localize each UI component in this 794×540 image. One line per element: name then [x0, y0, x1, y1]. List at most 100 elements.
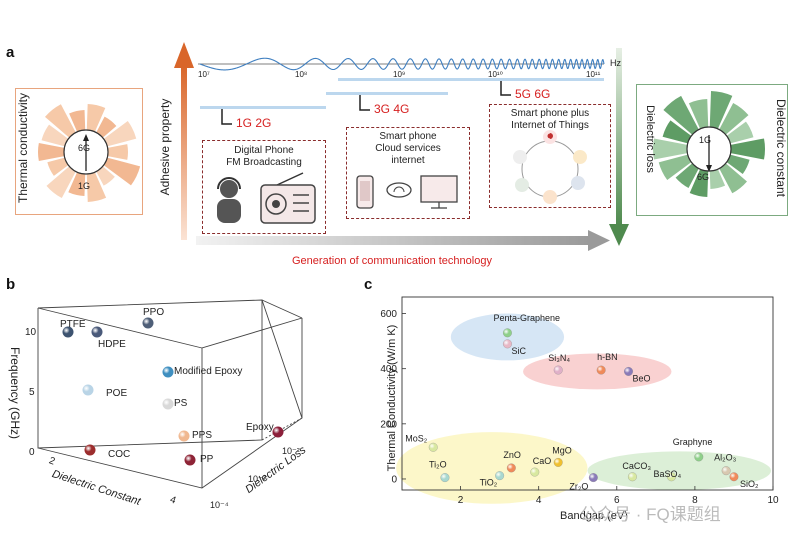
z-tick-5: 5: [29, 387, 35, 398]
point-ptfe: [62, 326, 74, 338]
right-wheel-top-label: 1G: [699, 135, 712, 145]
generation-arrow-shaft: [196, 236, 590, 245]
box1-title: Digital Phone FM Broadcasting: [226, 145, 302, 168]
box-digital-phone: Digital Phone FM Broadcasting: [202, 140, 326, 234]
panel-c-label: c: [364, 276, 373, 293]
freq-tick-1: 10⁷: [198, 70, 210, 79]
point-cao: [530, 467, 540, 477]
wheel-top-label: 6G: [78, 143, 91, 153]
gen-bar-3g4g: [326, 92, 448, 95]
label-pp: PP: [200, 454, 214, 465]
point-hdpe: [91, 326, 103, 338]
point-label: h-BN: [597, 352, 618, 362]
point-mos-: [428, 442, 438, 452]
adhesive-arrow-head: [174, 42, 194, 68]
point-ti-o: [440, 473, 450, 483]
point-sio-: [729, 472, 739, 482]
right-wheel-bottom-label: 6G: [697, 172, 710, 182]
wheel-petal: [44, 104, 76, 138]
point-label: MoS₂: [405, 433, 428, 443]
gen-label-1g2g: 1G 2G: [236, 116, 272, 130]
point-label: CaO: [533, 456, 552, 466]
y-tick-label: 0: [391, 474, 397, 485]
gen-bar-5g6g: [338, 78, 604, 81]
wheel-petal: [663, 95, 699, 135]
wheel-petal: [47, 157, 69, 176]
point-mgo: [553, 457, 563, 467]
bandgap-axis-label: Bandgap (eV): [560, 510, 628, 522]
point-label: Ti₂O: [429, 460, 447, 470]
point-label: MgO: [552, 445, 572, 455]
label-epoxy: Epoxy: [246, 422, 274, 433]
wheel-petal: [653, 138, 688, 160]
adhesive-arrow-shaft: [181, 65, 187, 240]
x-tick-label: 6: [614, 495, 620, 506]
wheel-petal: [103, 121, 137, 147]
y-tick-label: 200: [380, 419, 397, 430]
freq-unit: Hz: [610, 58, 621, 68]
point-label: BaSO₄: [653, 469, 681, 479]
point-h-bn: [596, 365, 606, 375]
point-si-n-: [553, 365, 563, 375]
wheel-petal: [107, 144, 128, 160]
label-ptfe: PTFE: [60, 319, 86, 330]
x-tick-label: 2: [458, 495, 464, 506]
box-smart-phone: Smart phone Cloud services internet: [346, 127, 470, 219]
smartphone-cloud-illustration: [356, 175, 458, 209]
wheel-petal: [689, 169, 709, 197]
thermal-conductivity-panel: 6G 1G Thermal conductivity: [15, 88, 143, 215]
wheel-petal: [675, 163, 699, 188]
y-tick-3: 10⁻⁴: [210, 500, 229, 510]
generation-label: Generation of communication technology: [292, 255, 492, 267]
wheel-petal: [68, 172, 86, 196]
point-sic: [502, 339, 512, 349]
x-tick-label: 10: [767, 495, 779, 506]
point-beo: [624, 366, 633, 376]
point-poe: [82, 384, 94, 396]
panel-b-3d-plot: [37, 299, 303, 489]
point-label: Al₂O₃: [714, 453, 736, 463]
generation-arrow-head: [588, 230, 610, 251]
point-modified-epoxy: [162, 366, 174, 378]
wheel-petal: [719, 163, 747, 194]
z-tick-0: 0: [29, 447, 35, 458]
point-al-o-: [721, 466, 731, 476]
wheel-petal: [96, 166, 115, 186]
wheel-bottom-label: 1G: [78, 181, 91, 191]
y-tick-label: 400: [380, 364, 397, 375]
green-arrow-head: [609, 224, 629, 246]
panel-a-label: a: [6, 44, 15, 61]
wheel-petal: [662, 120, 692, 144]
group-ellipse: [396, 432, 588, 504]
point-graphyne: [694, 452, 704, 462]
plot-frame: [401, 296, 774, 491]
x-tick-label: 8: [692, 495, 698, 506]
label-modified-epoxy: Modified Epoxy: [174, 366, 243, 377]
point-label: SiC: [511, 346, 526, 356]
freq-tick-5: 10¹¹: [586, 70, 601, 79]
freq-tick-3: 10⁹: [393, 70, 406, 79]
gen-bar-1g2g: [200, 106, 326, 109]
label-hdpe: HDPE: [98, 339, 126, 350]
dielectric-wheel-graphic: [653, 91, 765, 197]
wheel-petal: [96, 116, 117, 138]
point-pp: [184, 454, 196, 466]
point-zno: [506, 463, 516, 473]
wheel-petal: [38, 142, 65, 162]
point-pps: [178, 430, 190, 442]
wheel-petal: [730, 138, 765, 160]
thermal-conductivity-axis-label: Thermal Conductivity (W/m K): [386, 324, 398, 472]
point-label: Si₃N₄: [548, 353, 570, 363]
point-label: SiO₂: [740, 479, 759, 489]
point-tio-: [495, 471, 505, 481]
point-label: ZnO: [503, 450, 521, 460]
wheel-petal: [658, 154, 692, 180]
dielectric-panel: 1G 6G Dielectric loss Dielectric constan…: [636, 84, 788, 216]
y-tick-1: 10⁻²: [282, 446, 300, 456]
gen-label-3g4g: 3G 4G: [374, 102, 410, 116]
point-label: BeO: [633, 373, 651, 383]
point-epoxy: [272, 426, 284, 438]
point-caco-: [627, 472, 637, 482]
box3-title: Smart phone plus Internet of Things: [510, 108, 590, 131]
